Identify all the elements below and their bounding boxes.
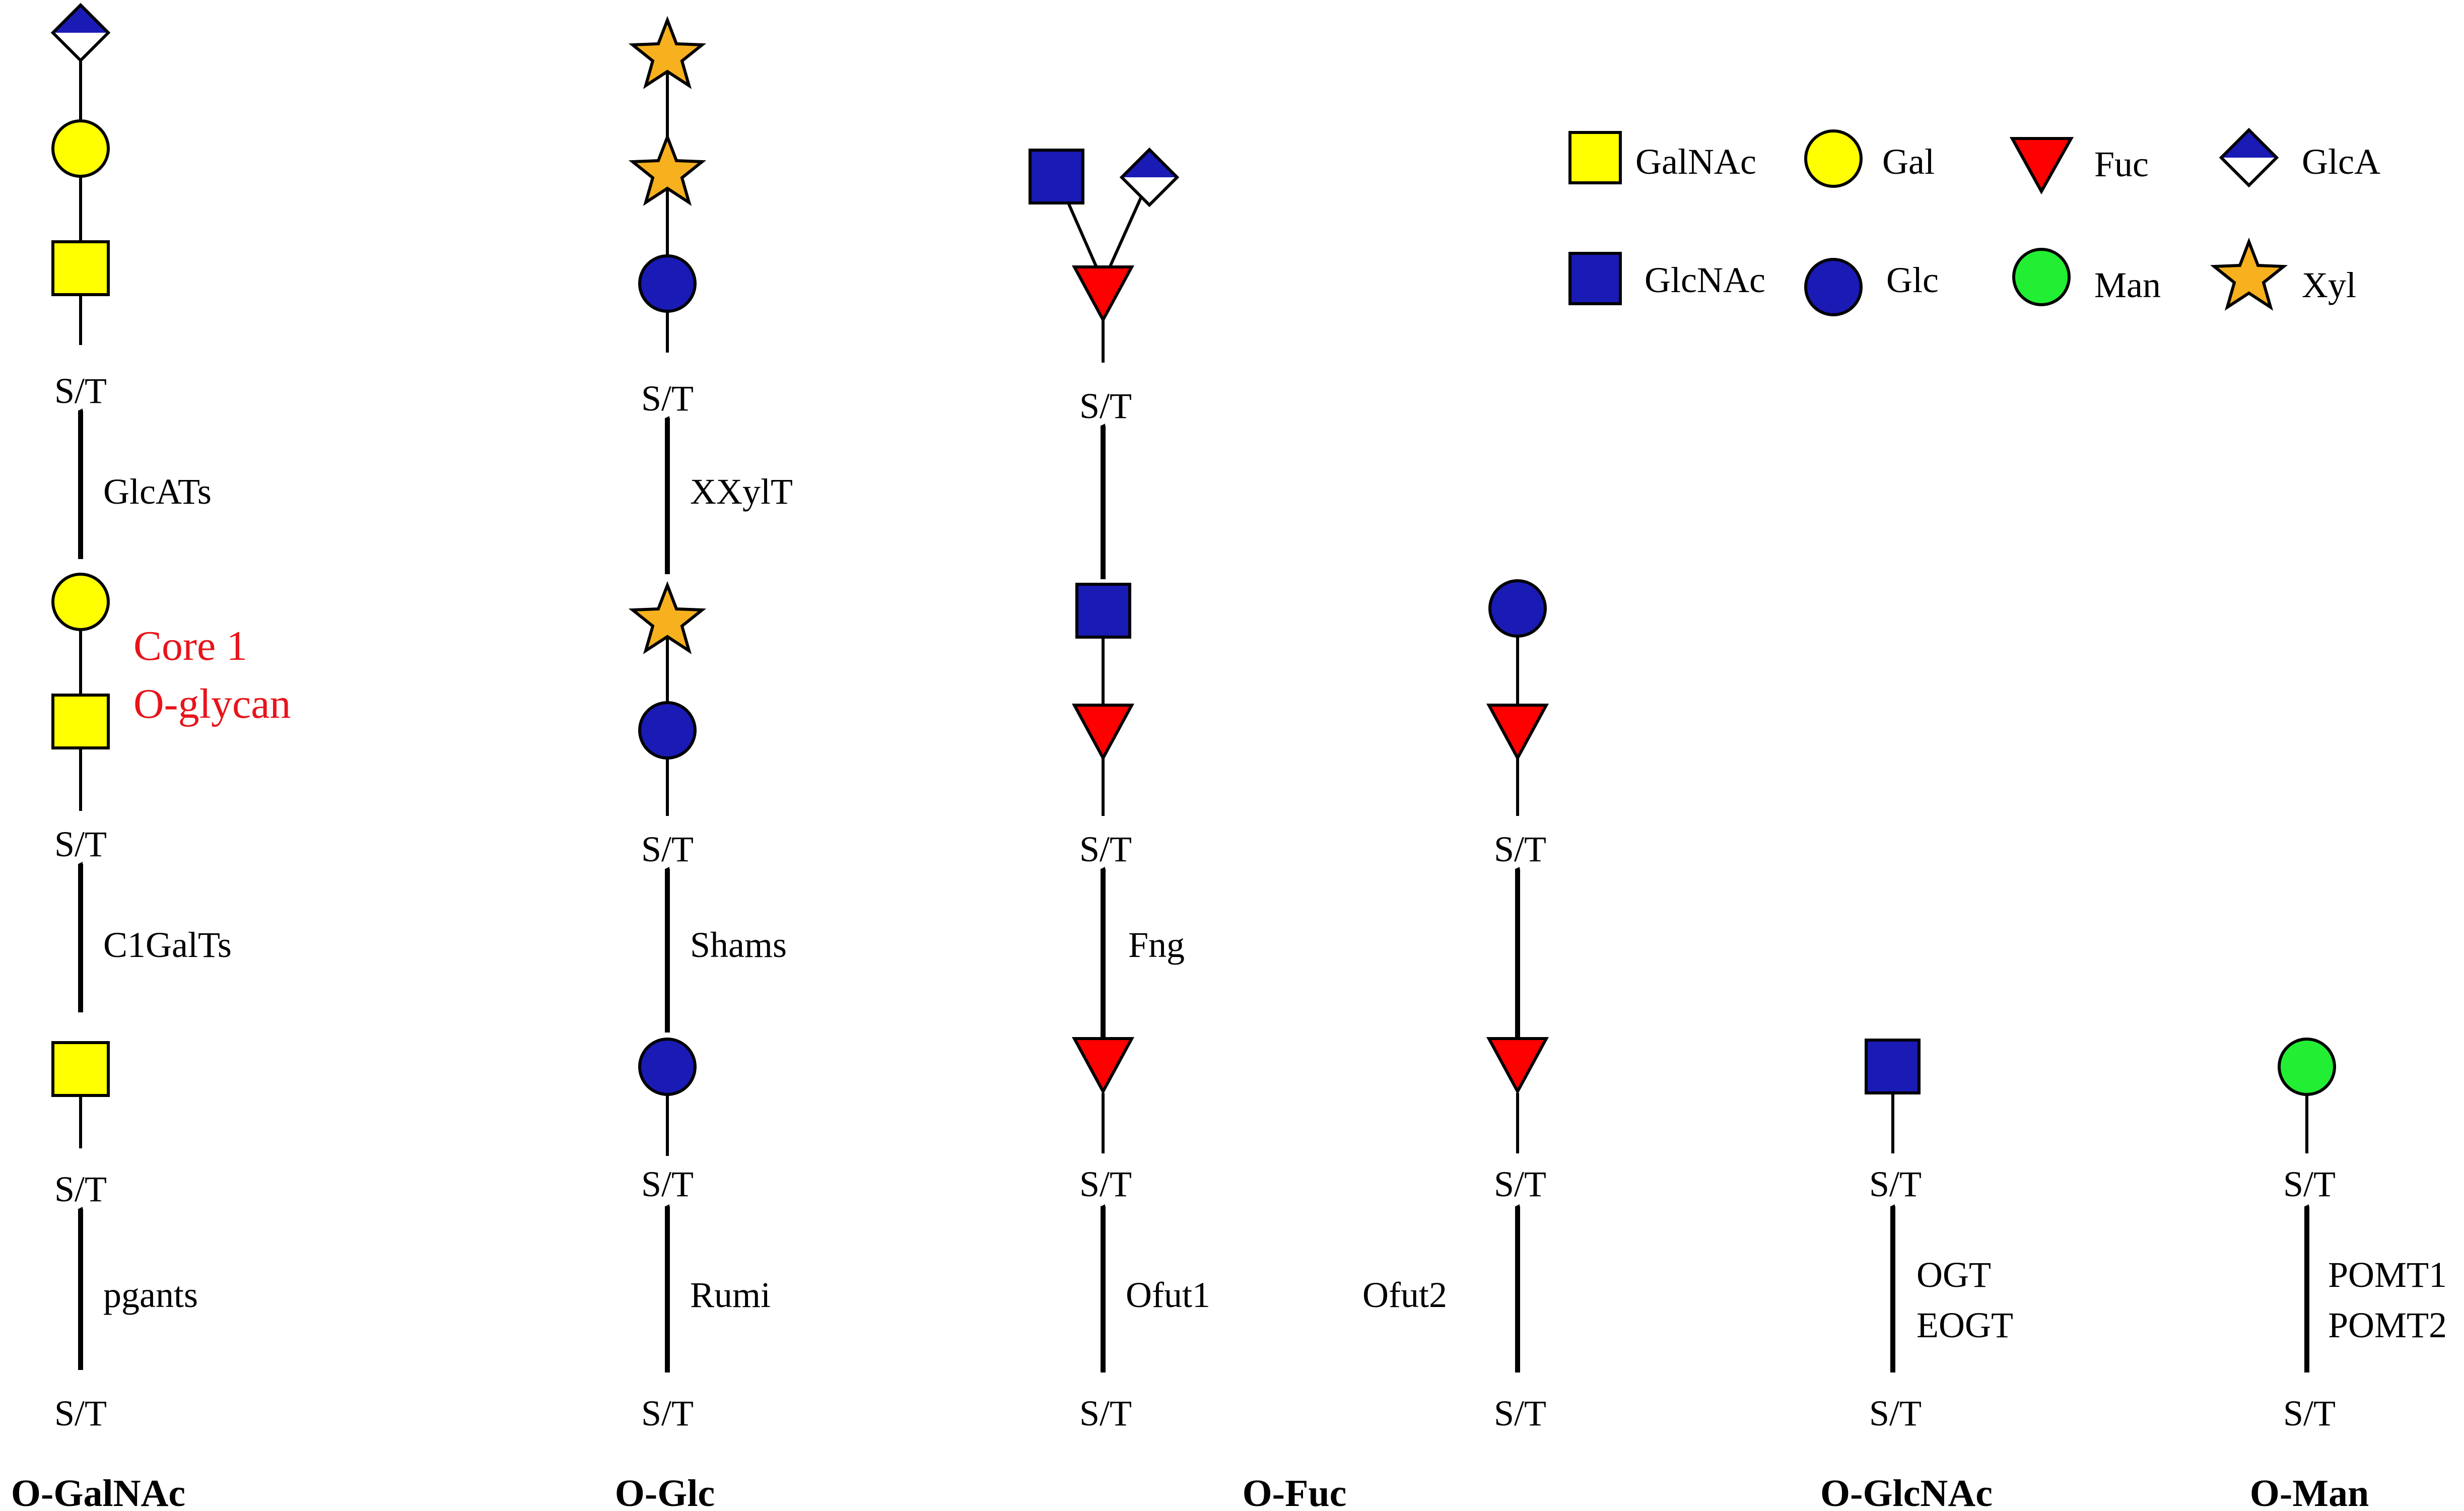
column-title-o-glc: O-Glc [615,1472,715,1511]
legend-glca-label: GlcA [2302,142,2380,182]
enzyme-label-shams: Shams [690,925,787,965]
site-label: S/T [54,371,107,411]
glc-circle-icon [638,701,697,760]
site-label: S/T [641,378,694,419]
legend-glca-diamond-icon [2219,127,2279,188]
enzyme-label-glcats: GlcATs [103,471,212,512]
column-title-o-galnac: O-GalNAc [11,1472,185,1511]
galnac-square-icon [51,694,110,749]
annotation-o-glycan: O-glycan [133,680,291,727]
legend-glc-circle-icon [1804,258,1863,316]
glca-diamond-icon [50,3,111,63]
site-label: S/T [641,1393,694,1433]
gal-circle-icon [51,573,110,631]
legend-xyl-label: Xyl [2302,265,2356,305]
column-o-glcnac: S/T OGT EOGT S/T O-GlcNAc [1820,1039,2013,1511]
enzyme-label-pomt2: POMT2 [2328,1305,2447,1345]
column-o-glc: S/T XXylT S/T Shams S/T Rumi S/T O-Glc [615,16,793,1511]
site-label: S/T [1079,1393,1132,1433]
galnac-square-icon [51,1041,110,1097]
legend-glc-label: Glc [1886,260,1939,300]
site-label: S/T [54,824,107,864]
legend-fuc-label: Fuc [2094,144,2149,184]
glca-diamond-icon [1119,147,1180,208]
column-title-o-glcnac: O-GlcNAc [1820,1472,1993,1511]
legend-xyl-star-icon [2210,237,2288,311]
galnac-square-icon [51,240,110,296]
fuc-triangle-icon [1071,704,1135,762]
glcnac-square-icon [1865,1039,1921,1094]
site-label: S/T [1494,829,1546,869]
enzyme-label-pgants: pgants [103,1275,198,1315]
legend: GalNAc Gal Fuc GlcA GlcNAc Glc Man Xyl [1568,127,2380,316]
glc-circle-icon [638,1038,697,1096]
site-label: S/T [1494,1164,1546,1204]
column-title-o-man: O-Man [2250,1472,2369,1511]
site-label: S/T [641,1164,694,1204]
legend-fuc-triangle-icon [2009,137,2074,195]
site-label: S/T [1079,386,1132,426]
site-label: S/T [1079,829,1132,869]
site-label: S/T [1869,1393,1922,1433]
enzyme-label-xxylt: XXylT [690,471,793,512]
column-o-galnac: S/T GlcATs Core 1 O-glycan S/T C1GalTs S… [11,3,291,1511]
fuc-triangle-icon [1486,1037,1549,1095]
legend-galnac-square-icon [1568,131,1622,184]
enzyme-label-ogt: OGT [1917,1255,1991,1295]
legend-glcnac-label: GlcNAc [1645,260,1765,300]
site-label: S/T [1079,1164,1132,1204]
xyl-star-icon [628,581,707,654]
gal-circle-icon [51,119,110,178]
column-title-o-fuc: O-Fuc [1243,1472,1347,1511]
legend-man-circle-icon [2012,248,2071,306]
site-label: S/T [1494,1393,1546,1433]
enzyme-label-pomt1: POMT1 [2328,1255,2447,1295]
glcnac-square-icon [1075,583,1131,639]
enzyme-label-fng: Fng [1128,925,1185,965]
enzyme-label-ofut1: Ofut1 [1126,1275,1210,1315]
glc-circle-icon [1488,579,1547,638]
column-o-fuc-branch-a: S/T S/T Fng S/T Ofut1 S/T [1029,147,1210,1433]
site-label: S/T [2283,1393,2336,1433]
legend-gal-circle-icon [1804,129,1863,188]
xyl-star-icon [628,132,707,206]
enzyme-label-rumi: Rumi [690,1275,771,1315]
column-o-man: S/T POMT1 POMT2 S/T O-Man [2250,1038,2447,1511]
legend-man-label: Man [2094,265,2161,305]
site-label: S/T [54,1169,107,1209]
glc-circle-icon [638,254,697,313]
enzyme-label-c1galts: C1GalTs [103,925,232,965]
man-circle-icon [2278,1038,2336,1096]
glcnac-square-icon [1029,149,1084,204]
site-label: S/T [641,829,694,869]
fuc-triangle-icon [1486,704,1549,762]
site-label: S/T [54,1393,107,1433]
legend-galnac-label: GalNAc [1635,142,1756,182]
site-label: S/T [2283,1164,2336,1204]
legend-glcnac-square-icon [1568,252,1622,305]
column-o-fuc-branch-b: S/T S/T Ofut2 S/T [1362,579,1549,1433]
fuc-triangle-icon [1071,1037,1135,1095]
enzyme-label-ofut2: Ofut2 [1362,1275,1447,1315]
xyl-star-icon [628,16,707,89]
fuc-triangle-icon [1071,265,1135,323]
enzyme-label-eogt: EOGT [1917,1305,2013,1345]
annotation-core1: Core 1 [133,623,247,669]
legend-gal-label: Gal [1882,142,1935,182]
site-label: S/T [1869,1164,1922,1204]
